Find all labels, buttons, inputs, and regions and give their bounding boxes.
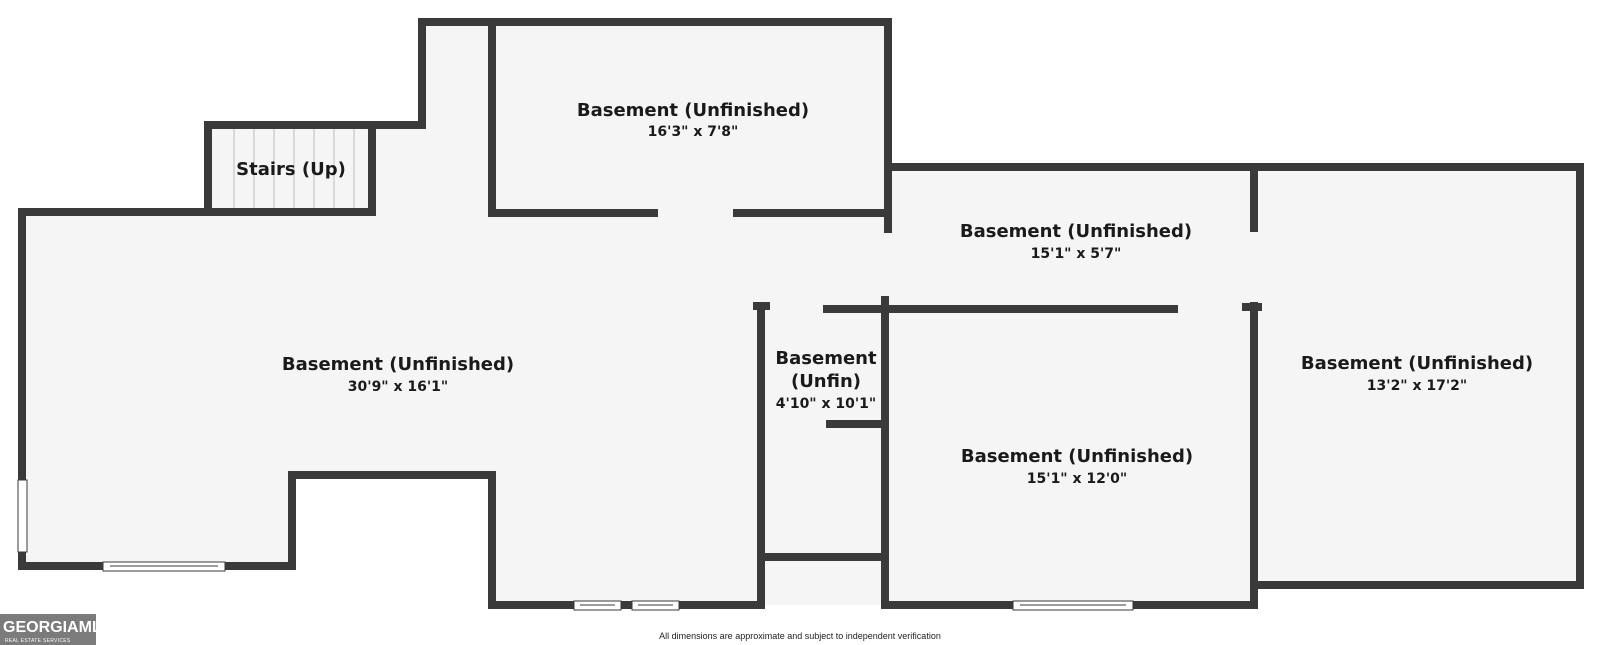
- room-name-basement-small-line1: Basement: [775, 348, 877, 369]
- logo-brand: GEORGIAMLS: [3, 619, 113, 636]
- room-name-basement-lower: Basement (Unfinished): [961, 446, 1193, 467]
- room-name-basement-small-line2: (Unfin): [791, 371, 861, 392]
- walls: [18, 18, 1584, 609]
- room-name-basement-main: Basement (Unfinished): [282, 354, 514, 375]
- room-labels: Basement (Unfinished) 16'3" x 7'8" Stair…: [236, 100, 1533, 487]
- disclaimer-text: All dimensions are approximate and subje…: [659, 631, 941, 641]
- room-dims-basement-right: 13'2" x 17'2": [1367, 378, 1467, 394]
- room-dims-basement-mid-hall: 15'1" x 5'7": [1031, 246, 1122, 262]
- room-dims-basement-lower: 15'1" x 12'0": [1027, 471, 1127, 487]
- georgia-mls-logo: GEORGIAMLS REAL ESTATE SERVICES: [0, 614, 112, 645]
- room-dims-basement-main: 30'9" x 16'1": [348, 379, 448, 395]
- logo-tagline: REAL ESTATE SERVICES: [5, 638, 71, 644]
- room-name-stairs: Stairs (Up): [236, 159, 346, 180]
- windows: [17, 479, 1134, 611]
- room-name-basement-right: Basement (Unfinished): [1301, 353, 1533, 374]
- room-name-basement-top: Basement (Unfinished): [577, 100, 809, 121]
- room-name-basement-mid-hall: Basement (Unfinished): [960, 221, 1192, 242]
- stairs: [233, 128, 355, 210]
- room-dims-basement-small: 4'10" x 10'1": [776, 396, 876, 412]
- room-dims-basement-top: 16'3" x 7'8": [648, 124, 739, 140]
